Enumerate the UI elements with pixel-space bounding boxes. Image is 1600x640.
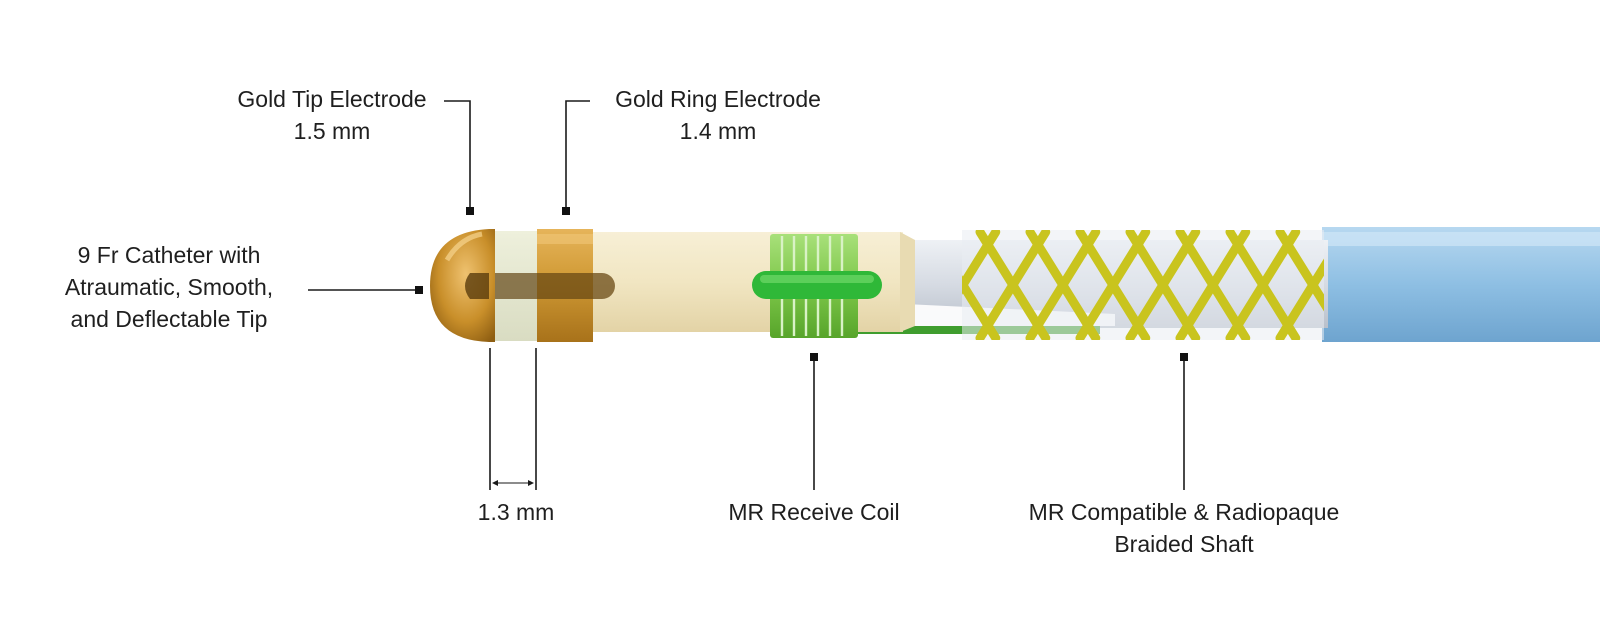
leader-catheter xyxy=(308,286,423,294)
braid-strand xyxy=(975,230,1051,340)
braided-shaft xyxy=(962,230,1324,340)
shaft-line1: MR Compatible & Radiopaque xyxy=(1029,499,1340,525)
braid-strand xyxy=(1175,230,1251,340)
shaft-line2: Braided Shaft xyxy=(1114,531,1254,557)
catheter-body xyxy=(430,227,1600,342)
catheter-line3: and Deflectable Tip xyxy=(71,306,268,332)
catheter-line1: 9 Fr Catheter with xyxy=(78,242,261,268)
gold-tip-size: 1.5 mm xyxy=(294,118,371,144)
gold-ring-title: Gold Ring Electrode xyxy=(615,86,821,112)
spacing-size: 1.3 mm xyxy=(478,499,555,525)
leader-gold-ring xyxy=(562,100,590,215)
outer-shaft xyxy=(1322,227,1600,342)
braid-strand xyxy=(1125,230,1201,340)
braid-strand xyxy=(1025,230,1101,340)
braid-strand xyxy=(1075,230,1151,340)
leader-coil xyxy=(810,353,818,490)
coil-title: MR Receive Coil xyxy=(728,499,899,525)
leader-gold-tip xyxy=(444,100,474,215)
dimension-spacing xyxy=(489,348,537,490)
braid-strand xyxy=(962,230,1001,295)
braid-strand xyxy=(1225,230,1301,340)
gold-tip-title: Gold Tip Electrode xyxy=(237,86,426,112)
leader-shaft xyxy=(1180,353,1188,490)
gold-ring-size: 1.4 mm xyxy=(680,118,757,144)
braid-strand xyxy=(1275,258,1324,340)
catheter-line2: Atraumatic, Smooth, xyxy=(65,274,273,300)
receive-coil xyxy=(752,234,882,338)
